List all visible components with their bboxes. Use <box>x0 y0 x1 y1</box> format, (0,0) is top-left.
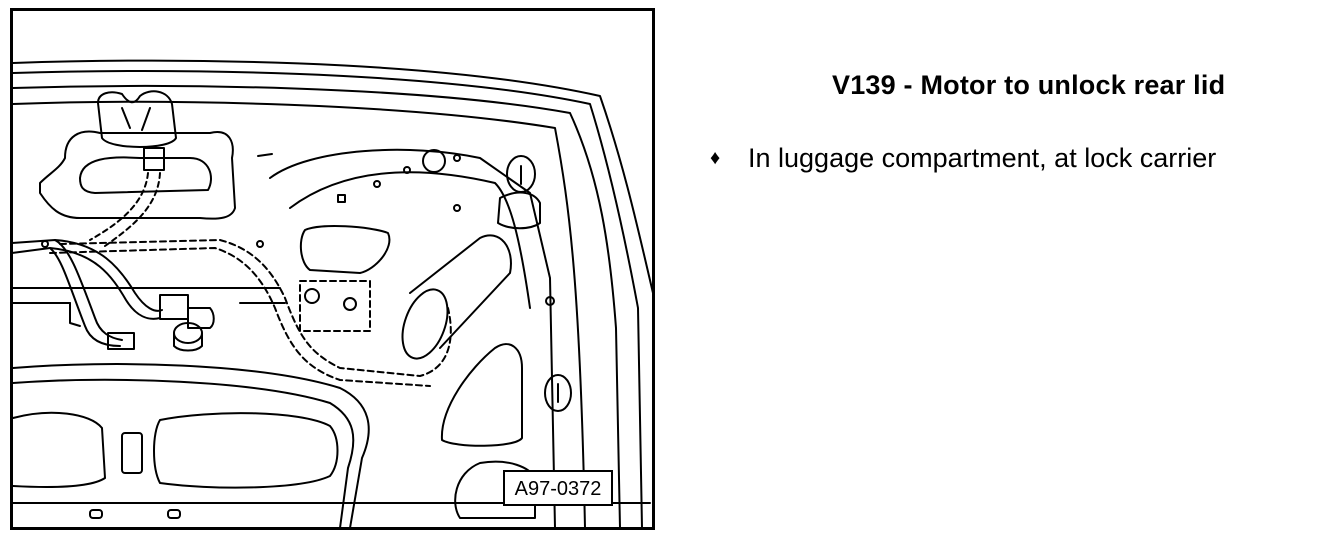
striker-slots <box>121 107 151 131</box>
bumper-end <box>401 288 449 360</box>
hole-square <box>337 194 346 203</box>
bottom-right-recess <box>454 460 536 519</box>
hole-small-3 <box>373 180 381 188</box>
hole-small-4 <box>453 204 461 212</box>
lower-slot <box>121 432 143 474</box>
lock-carrier-plate <box>39 130 236 220</box>
component-title: V139 - Motor to unlock rear lid <box>832 70 1226 100</box>
harness-lower-2 <box>11 247 121 347</box>
harness-routing-dashed-2 <box>49 247 431 387</box>
hole-bottom-1 <box>89 509 103 519</box>
lower-left-cutout <box>12 411 106 489</box>
hole-small-6 <box>256 240 264 248</box>
bracket-hole-2 <box>343 297 357 311</box>
harness-routing-dashed <box>59 239 452 377</box>
hole-bottom-2 <box>167 509 181 519</box>
oval-hole-bottom <box>544 374 572 412</box>
side-opening-lower <box>440 343 523 447</box>
lower-opening-edge-2 <box>12 378 355 529</box>
inner-flange <box>269 148 556 529</box>
lower-opening-edge <box>12 363 370 529</box>
rear-lid-illustration: A97-0372 <box>10 8 655 530</box>
hole-small-1 <box>403 166 411 174</box>
hole-small-5 <box>545 296 555 306</box>
harness-to-motor <box>54 239 163 312</box>
hole-large <box>422 149 446 173</box>
diamond-bullet-icon: ♦ <box>710 147 721 169</box>
rail-bracket <box>69 302 81 327</box>
side-opening-upper <box>299 225 391 274</box>
lock-carrier-rail <box>12 287 286 304</box>
harness-lower <box>11 239 123 341</box>
oval-hole-top <box>506 155 536 193</box>
harness-dashed-top <box>89 172 161 247</box>
location-item: ♦ In luggage compartment, at lock carrier <box>710 143 1216 174</box>
lock-recess <box>79 156 212 194</box>
figure-label: A97-0372 <box>515 478 602 500</box>
wire-connector-top <box>143 147 165 171</box>
bracket-hole-1 <box>304 288 320 304</box>
hole-small-7 <box>41 240 49 248</box>
lid-outer-edge <box>12 59 654 294</box>
striker-bracket <box>97 90 177 148</box>
lid-panel-edge <box>12 85 621 529</box>
figure-label-box: A97-0372 <box>503 470 613 506</box>
bumper-tube <box>409 234 512 349</box>
hole-small-2 <box>453 154 461 162</box>
harness-to-motor-2 <box>49 247 161 320</box>
mark-dash <box>257 153 273 157</box>
lower-center-cutout <box>153 412 339 489</box>
motor-plug <box>107 332 135 350</box>
motor-body <box>173 332 203 352</box>
motor-bracket-dashed <box>299 280 371 332</box>
motor-v139 <box>187 307 215 329</box>
lid-inner-edge <box>12 69 643 529</box>
rear-lid-drawing: A97-0372 <box>10 8 655 530</box>
side-recess-top <box>497 191 541 230</box>
location-text: In luggage compartment, at lock carrier <box>748 143 1217 173</box>
inner-rib <box>289 171 531 309</box>
